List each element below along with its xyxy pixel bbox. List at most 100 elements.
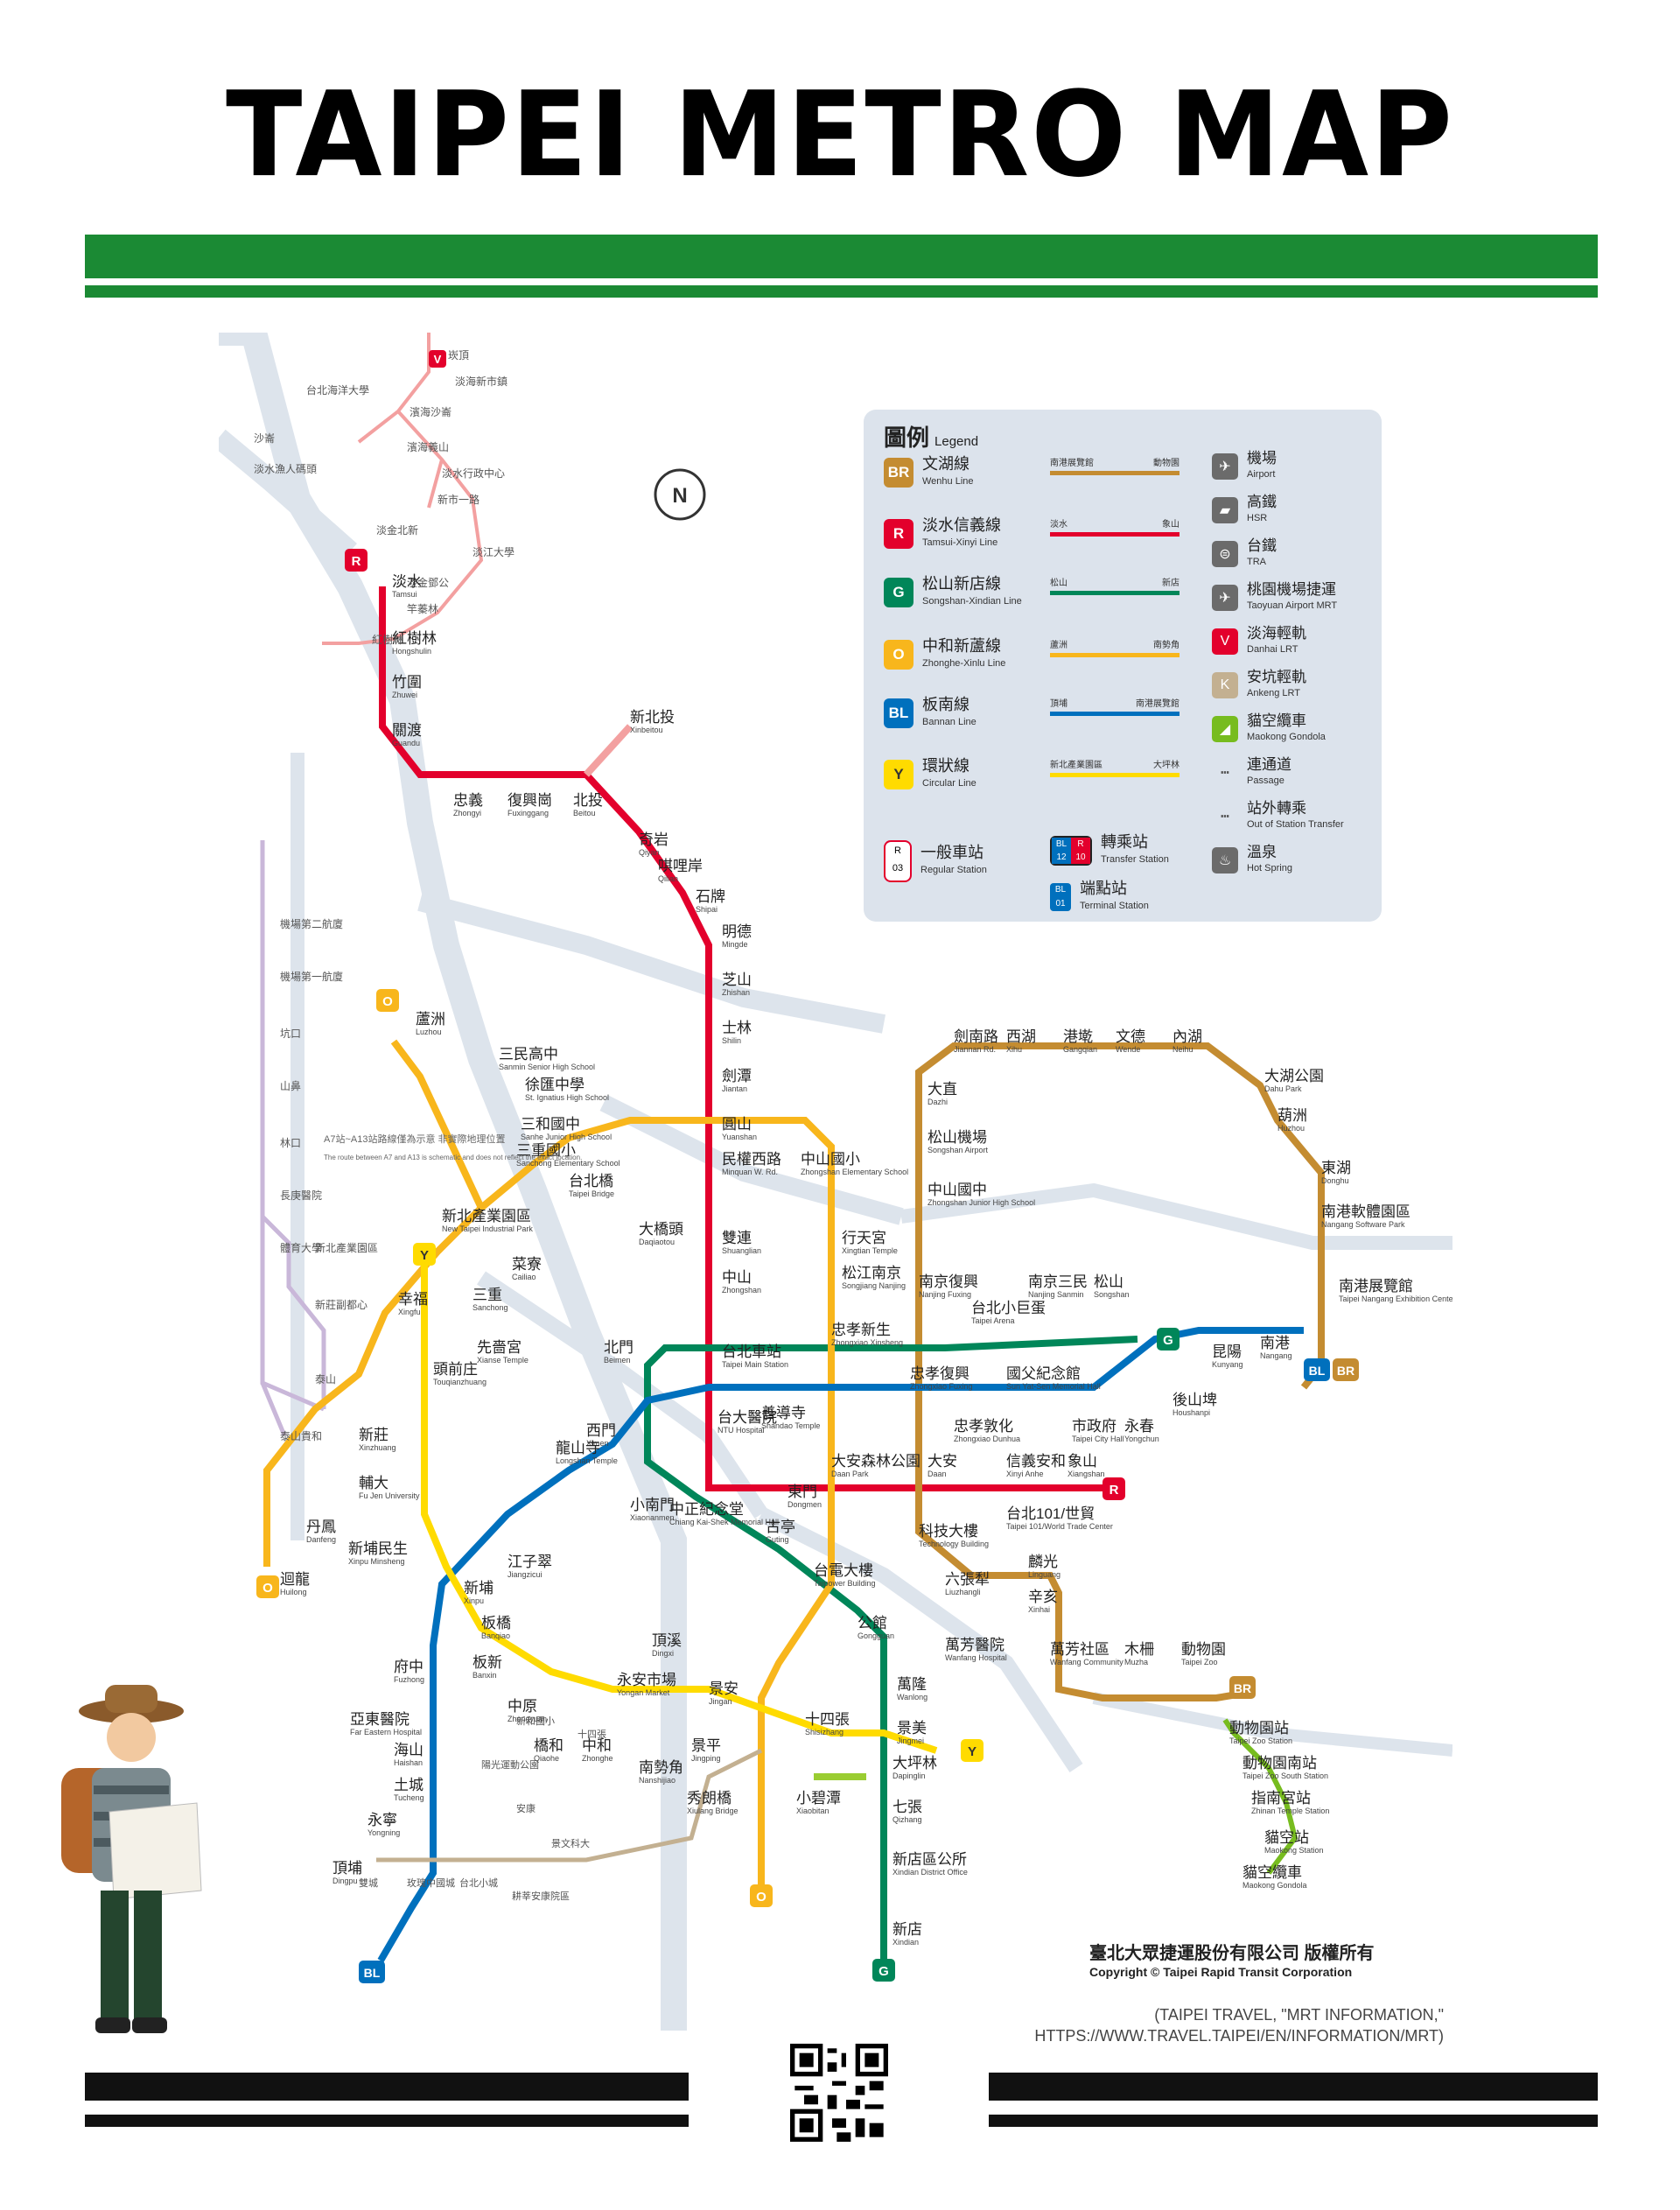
citation[interactable]: (TAIPEI TRAVEL, "MRT INFORMATION," HTTPS… (1034, 2006, 1444, 2045)
danhai-station-label[interactable]: 新市一路 (438, 493, 480, 506)
airport-station-label[interactable]: 機場第一航廈 (280, 970, 343, 983)
ankeng-station-label[interactable]: 新和國小 (516, 1715, 555, 1727)
airport-station-label[interactable]: 林口 (280, 1137, 301, 1149)
airport-station-label[interactable]: 體育大學 (280, 1241, 322, 1254)
airport-station-label[interactable]: 山鼻 (280, 1079, 301, 1092)
danhai-station-label[interactable]: 淡金北新 (376, 523, 418, 537)
danhai-station-label[interactable]: 淡水行政中心 (442, 467, 505, 480)
ankeng-station-label[interactable]: 景文科大 (551, 1837, 590, 1849)
danhai-station-label[interactable]: 淡江大學 (472, 546, 514, 558)
danhai-station-label[interactable]: 淡水漁人碼頭 (254, 463, 317, 475)
danhai-station-label[interactable]: 濱海沙崙 (410, 405, 452, 418)
airport-station-label[interactable]: 坑口 (280, 1027, 301, 1040)
ankeng-station-label[interactable]: 雙城 (359, 1877, 378, 1889)
airport-station-label[interactable]: 長庚醫院 (280, 1189, 322, 1202)
ankeng-station-label[interactable]: 安康 (516, 1802, 536, 1814)
ankeng-station-label[interactable]: 玫瑰中國城 (407, 1877, 455, 1889)
danhai-station-label[interactable]: 沙崙 (254, 432, 275, 445)
airport-station-label[interactable]: 機場第二航廈 (280, 917, 343, 930)
